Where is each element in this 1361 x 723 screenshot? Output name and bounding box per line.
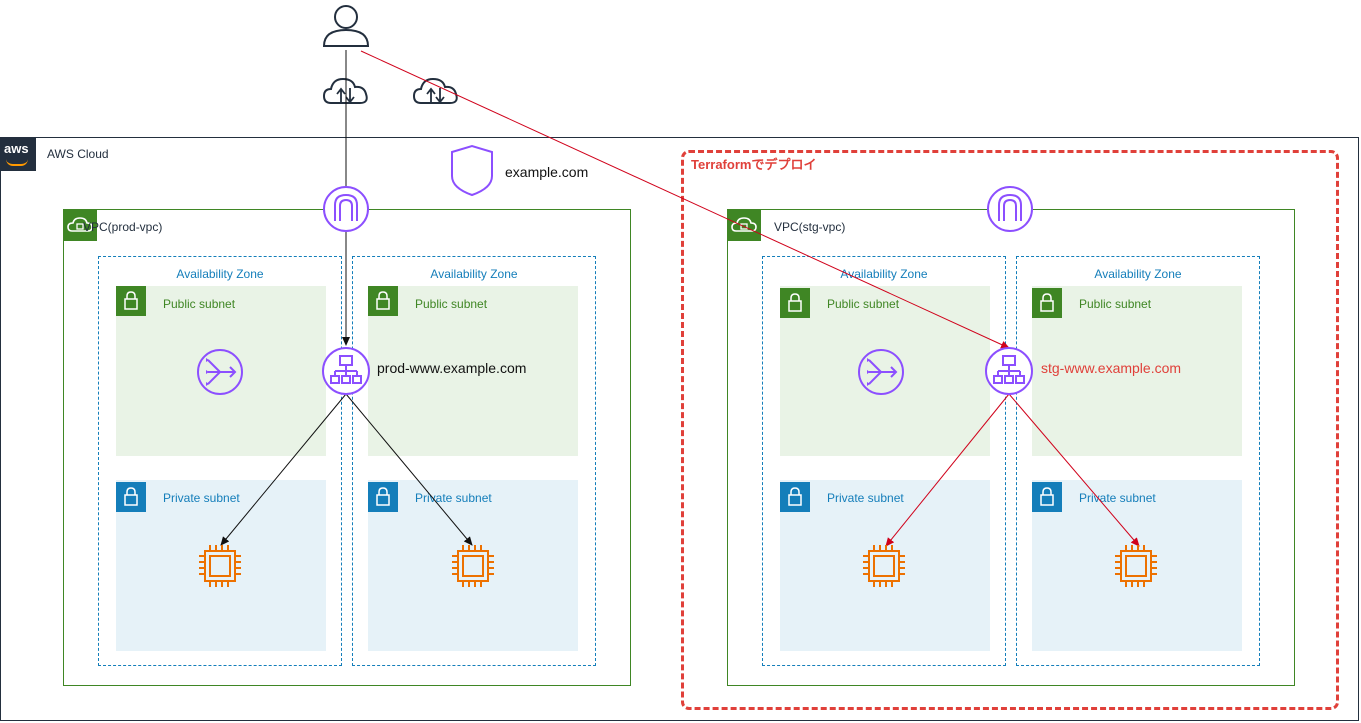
lock-icon <box>1032 288 1062 318</box>
internet-cloud-icon <box>412 77 458 104</box>
public-subnet <box>1032 286 1242 456</box>
vpc-cloud-icon <box>63 209 97 241</box>
ec2-instance-icon <box>452 545 494 587</box>
lock-icon <box>116 482 146 512</box>
internet-gateway-icon <box>323 186 369 232</box>
ec2-instance-icon <box>199 545 241 587</box>
nat-gateway-icon <box>858 349 904 395</box>
internet-gateway-icon <box>987 186 1033 232</box>
lock-icon <box>368 482 398 512</box>
connector-prod-lb-to-ec2 <box>220 393 347 546</box>
aws-cloud-label: AWS Cloud <box>47 147 109 161</box>
availability-zone <box>1016 256 1260 666</box>
route53-domain-label: example.com <box>505 164 589 180</box>
aws-logo-icon: aws <box>0 137 36 171</box>
private-subnet <box>780 480 990 651</box>
availability-zone-label: Availability Zone <box>430 267 518 281</box>
private-subnet <box>116 480 326 651</box>
public-subnet-label: Public subnet <box>1079 297 1152 311</box>
availability-zone-label: Availability Zone <box>176 267 264 281</box>
private-subnet-label: Private subnet <box>415 491 492 505</box>
availability-zone <box>98 256 342 666</box>
vpc-stg-label: VPC(stg-vpc) <box>774 220 846 234</box>
aws-cloud-group <box>0 137 1359 721</box>
public-subnet-label: Public subnet <box>163 297 236 311</box>
public-subnet <box>368 286 578 456</box>
lock-icon <box>780 288 810 318</box>
stg-load-balancer-label: stg-www.example.com <box>1041 360 1182 376</box>
private-subnet-label: Private subnet <box>163 491 240 505</box>
availability-zone <box>352 256 596 666</box>
lock-icon <box>368 286 398 316</box>
private-subnet-label: Private subnet <box>827 491 904 505</box>
terraform-deploy-group <box>681 150 1339 710</box>
connector-prod-lb-to-ec2 <box>345 393 473 546</box>
public-subnet-label: Public subnet <box>827 297 900 311</box>
terraform-label: Terraformでデプロイ <box>691 157 817 172</box>
public-subnet-label: Public subnet <box>415 297 488 311</box>
lock-icon <box>780 482 810 512</box>
load-balancer-icon <box>985 347 1033 395</box>
ec2-instance-icon <box>1115 545 1157 587</box>
nat-gateway-icon <box>197 349 243 395</box>
private-subnet-label: Private subnet <box>1079 491 1156 505</box>
private-subnet <box>1032 480 1242 651</box>
vpc-cloud-icon <box>727 209 761 241</box>
connector-stg-lb-to-ec2 <box>885 393 1010 547</box>
availability-zone <box>762 256 1006 666</box>
availability-zone-label: Availability Zone <box>840 267 928 281</box>
ec2-instance-icon <box>863 545 905 587</box>
availability-zone-label: Availability Zone <box>1094 267 1182 281</box>
connector-user-to-stg-lb <box>360 50 1010 349</box>
lock-icon <box>1032 482 1062 512</box>
connector-stg-lb-to-ec2 <box>1008 393 1140 547</box>
prod-load-balancer-label: prod-www.example.com <box>377 360 527 376</box>
internet-cloud-icon <box>322 77 368 104</box>
private-subnet <box>368 480 578 651</box>
lock-icon <box>116 286 146 316</box>
vpc-prod-label: VPC(prod-vpc) <box>83 220 163 234</box>
user-icon <box>322 5 370 47</box>
load-balancer-icon <box>322 347 370 395</box>
aws-logo-text: aws <box>4 141 29 156</box>
